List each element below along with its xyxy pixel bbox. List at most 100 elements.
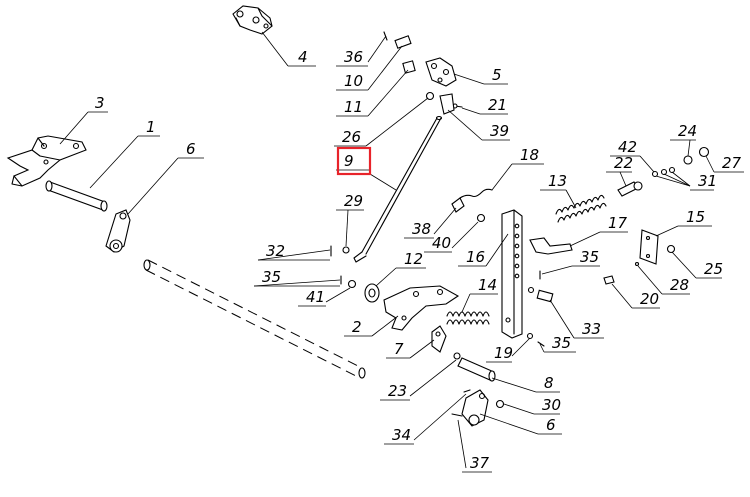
- callout-leader-line: [549, 299, 575, 339]
- callout-c36: 36: [336, 35, 387, 67]
- callout-c2: 2: [344, 315, 399, 337]
- part-small-bracket: [529, 237, 573, 255]
- part-pins-right: [526, 270, 554, 347]
- callout-leader-line: [705, 155, 715, 173]
- callout-leader-line: [447, 109, 483, 141]
- callout-leader-line: [461, 293, 471, 313]
- callout-c4: 4: [261, 31, 316, 67]
- callout-label: 6: [186, 140, 196, 158]
- callout-label: 8: [544, 374, 554, 392]
- callout-label: 1: [146, 118, 156, 136]
- callout-c6b: 6: [479, 413, 562, 435]
- part-clevis-bracket: [425, 57, 457, 87]
- callout-label: 20: [640, 290, 659, 308]
- highlight-box: [336, 146, 372, 176]
- callout-c23: 23: [380, 359, 457, 401]
- part-bracket-top: [232, 5, 273, 35]
- callout-leader-line: [511, 337, 531, 357]
- callout-c7: 7: [386, 339, 435, 359]
- callout-c9: 9: [336, 146, 397, 191]
- callout-label: 21: [488, 96, 507, 114]
- callout-leader-line: [569, 231, 601, 247]
- callout-label: 22: [614, 154, 633, 172]
- callout-leader-line: [485, 233, 509, 267]
- callout-c18: 18: [491, 146, 544, 191]
- callout-label: 26: [342, 128, 361, 146]
- callout-leader-line: [619, 171, 627, 187]
- callout-c34: 34: [384, 393, 467, 445]
- callout-leader-line: [637, 265, 663, 295]
- callout-label: 17: [608, 214, 628, 232]
- callout-c38: 38: [404, 207, 457, 239]
- callout-c40: 40: [424, 221, 479, 253]
- callout-label: 16: [466, 248, 485, 266]
- callout-label: 37: [470, 454, 490, 472]
- callout-label: 6: [546, 416, 556, 434]
- callout-leader-line: [345, 209, 349, 247]
- callout-leader-line: [369, 173, 397, 191]
- callout-c33: 33: [549, 299, 604, 339]
- callout-leader-line: [541, 265, 573, 275]
- callout-c1: 1: [89, 118, 160, 189]
- callout-leader-line: [655, 175, 691, 187]
- callout-leader-line: [539, 343, 545, 353]
- callout-c35c: 35: [539, 334, 576, 353]
- callout-c28: 28: [637, 265, 690, 295]
- callout-c15: 15: [655, 208, 712, 237]
- callout-leader-line: [367, 69, 409, 117]
- callout-label: 27: [722, 154, 742, 172]
- callout-leader-line: [375, 267, 397, 287]
- callout-leader-line: [491, 163, 513, 191]
- callout-label: 28: [670, 276, 689, 294]
- callout-label: 42: [618, 138, 637, 156]
- callout-leader-line: [261, 31, 289, 67]
- callout-c22: 22: [606, 154, 633, 187]
- callout-label: 25: [704, 260, 723, 278]
- callout-leader-line: [433, 207, 457, 235]
- part-slotted-plate: [501, 209, 523, 339]
- callout-label: 7: [394, 340, 404, 358]
- callout-leader-line: [457, 419, 467, 469]
- callout-leader-line: [611, 283, 633, 309]
- callout-label: 34: [392, 426, 411, 444]
- callout-c31: 31: [655, 171, 717, 191]
- part-bushing: [364, 283, 380, 303]
- part-eye-bolt: [617, 181, 643, 197]
- part-lever-arm-upper: [105, 209, 131, 253]
- callout-c16: 16: [458, 233, 509, 267]
- callout-c11: 11: [336, 69, 409, 117]
- callout-c20: 20: [611, 283, 660, 309]
- callout-leader-line: [367, 45, 403, 91]
- callout-leader-branch: [663, 173, 691, 187]
- callout-c13: 13: [540, 172, 577, 209]
- callout-label: 40: [432, 234, 451, 252]
- callout-c17: 17: [569, 214, 628, 247]
- part-small-hardware-top: [425, 91, 463, 115]
- callout-leader-line: [453, 73, 485, 85]
- callout-label: 4: [298, 48, 308, 66]
- callout-c3: 3: [59, 94, 108, 145]
- callout-leader-line: [639, 155, 655, 173]
- callout-leader-line: [409, 359, 457, 397]
- callout-label: 35: [580, 248, 599, 266]
- callout-leader-line: [479, 413, 539, 435]
- callout-label: 41: [306, 288, 325, 306]
- callout-leader-line: [671, 251, 697, 279]
- callout-leader-line: [503, 403, 535, 415]
- callout-label: 23: [388, 382, 407, 400]
- callout-leader-line: [127, 157, 179, 215]
- callout-c41: 41: [298, 287, 351, 307]
- callout-leader-line: [409, 339, 435, 359]
- callout-label: 18: [520, 146, 539, 164]
- part-long-shaft: [143, 259, 366, 379]
- callout-label: 24: [678, 122, 697, 140]
- callout-label: 38: [412, 220, 431, 238]
- part-pins-top: [383, 31, 416, 74]
- callout-leader-line: [461, 107, 481, 115]
- callout-leader-line: [413, 393, 467, 441]
- callout-label: 13: [548, 172, 567, 190]
- callout-c24: 24: [670, 122, 697, 157]
- part-shaft-tube: [45, 180, 108, 212]
- callout-leader-branch: [671, 171, 691, 187]
- callout-c6a: 6: [127, 140, 204, 215]
